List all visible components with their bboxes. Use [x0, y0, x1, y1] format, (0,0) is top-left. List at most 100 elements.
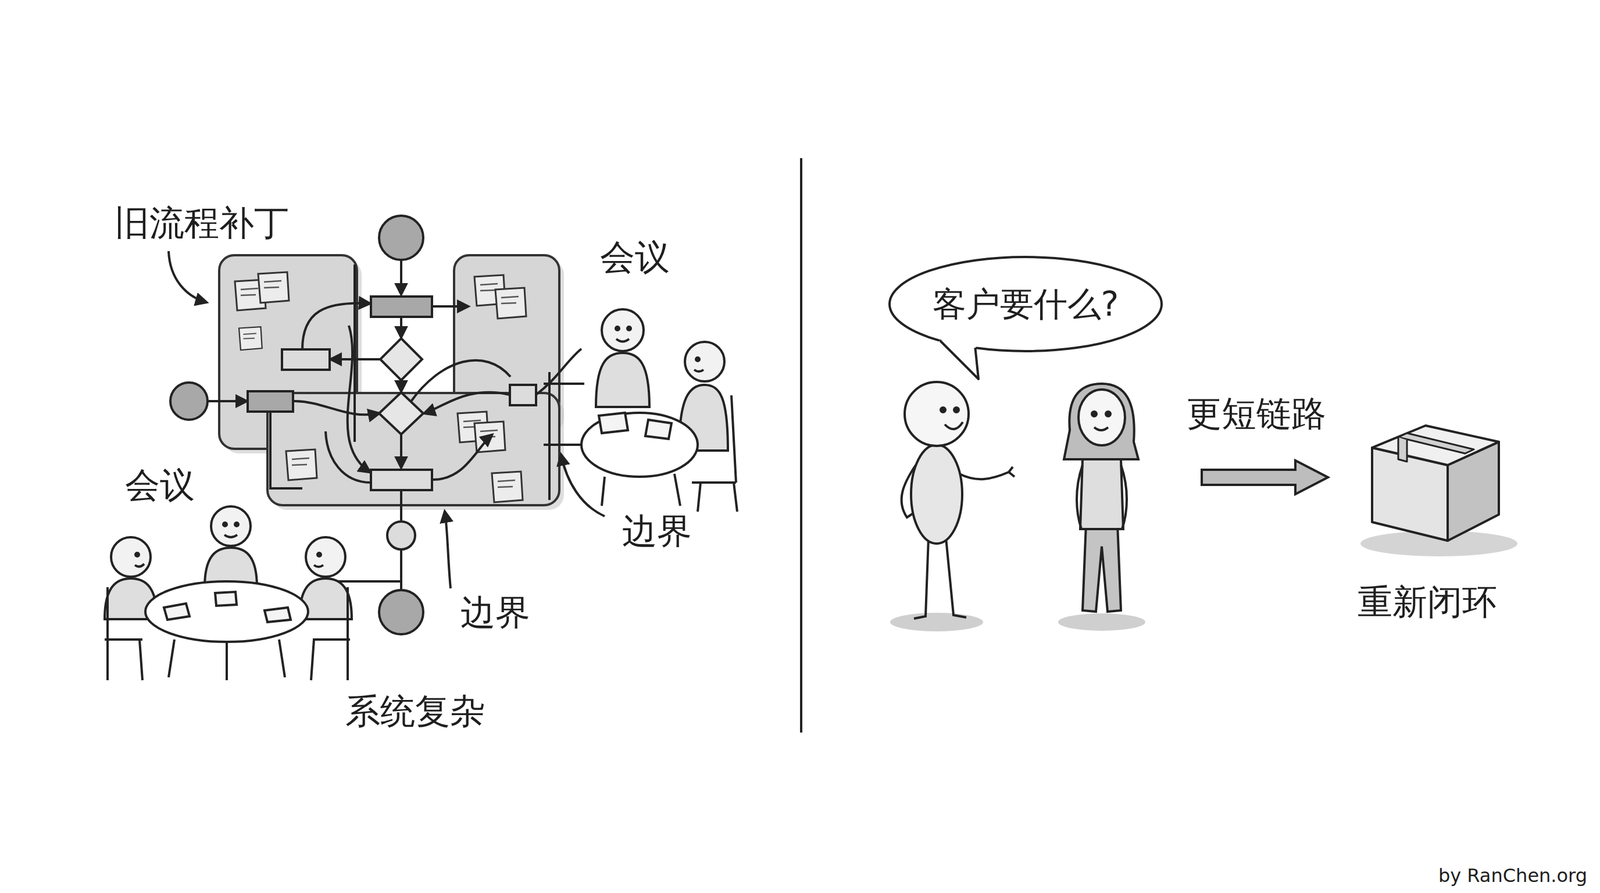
person-figure: [1082, 523, 1121, 612]
arrow-label: 更短链路: [1186, 393, 1327, 434]
flow-shapes: [170, 215, 537, 635]
meeting-group: [215, 591, 237, 606]
flow-connector: [207, 259, 582, 589]
sticky-note: [495, 287, 527, 319]
boundary-label: 边界: [622, 511, 692, 552]
flow-shapes: [379, 590, 424, 635]
flow-shapes: [380, 338, 423, 381]
result-label: 重新闭环: [1357, 581, 1498, 623]
person-figure: [1078, 389, 1125, 446]
flow-shapes: [509, 384, 537, 406]
person-figure: [1094, 427, 1109, 431]
caption-label: 系统复杂: [345, 691, 485, 732]
boundary-line: [353, 264, 356, 442]
person-figure: [940, 407, 946, 413]
person-figure: [890, 381, 1015, 632]
meeting-group: [601, 473, 681, 506]
flow-connector: [433, 305, 469, 308]
flow-connector: [400, 380, 403, 392]
flow-connector: [400, 549, 403, 589]
meeting-group: [104, 587, 143, 681]
sticky-note: [234, 272, 527, 503]
person-figure: [1076, 465, 1127, 530]
meeting-group: [163, 603, 190, 620]
person-figure: [959, 466, 1015, 480]
flow-shapes: [370, 296, 432, 317]
flow-connector: [400, 490, 403, 521]
meeting-label: 会议: [125, 465, 195, 506]
flow-shapes: [370, 469, 432, 491]
divider-line: [800, 158, 803, 733]
leader-arrow: [168, 251, 605, 589]
patch-region: [267, 393, 560, 506]
person-figure: [1063, 383, 1139, 460]
person-figure: [904, 381, 969, 446]
meeting-group: [317, 552, 321, 557]
package-box: [1372, 425, 1499, 466]
boundary-label: 边界: [460, 592, 531, 633]
meeting-group: [601, 309, 644, 352]
sticky-note: [258, 272, 289, 303]
flow-connector: [330, 358, 381, 361]
flow-connector: [293, 401, 380, 415]
meeting-group: [104, 506, 352, 681]
person-figure: [954, 407, 959, 413]
boundary-line: [548, 372, 551, 500]
boundary-line: [543, 443, 582, 446]
callout-label: 旧流程补丁: [114, 202, 289, 244]
patch-region: [219, 255, 564, 510]
meeting-group: [627, 326, 631, 331]
meeting-group: [695, 357, 700, 362]
meeting-group: [135, 552, 139, 557]
meeting-group: [111, 537, 151, 577]
flow-connector: [347, 325, 370, 473]
package-box: [1360, 425, 1518, 557]
flow-shapes: [170, 382, 208, 420]
person-figure: [1080, 459, 1124, 530]
flow-shapes: [281, 349, 330, 370]
flow-connector: [433, 434, 492, 480]
flow-connector: [302, 302, 370, 350]
flow-connector: [207, 400, 247, 403]
flow-connector: [400, 434, 403, 468]
person-figure: [1105, 411, 1111, 417]
meeting-group: [684, 341, 725, 382]
flow-shapes: [247, 391, 294, 412]
meeting-group: [581, 309, 738, 512]
flow-connector: [536, 348, 582, 395]
bubble-text: 客户要什么?: [887, 255, 1164, 324]
flow-connector: [325, 431, 371, 483]
package-box: [1398, 437, 1407, 462]
flow-shapes: [379, 392, 424, 435]
meeting-group: [691, 395, 738, 512]
meeting-group: [211, 506, 251, 546]
meeting-group: [224, 534, 238, 538]
meeting-group: [616, 338, 630, 342]
bubble-tail: [940, 340, 979, 380]
sticky-note: [491, 471, 523, 503]
meeting-group: [313, 565, 324, 567]
meeting-group: [305, 537, 346, 577]
meeting-group: [223, 522, 227, 527]
person-figure: [1091, 411, 1097, 417]
boundary-line: [354, 264, 585, 500]
leader-arrow: [444, 511, 451, 589]
package-box: [1398, 433, 1474, 454]
sticky-note: [238, 326, 263, 350]
block-arrow: [1201, 460, 1328, 495]
person-figure: [911, 444, 963, 544]
person-figure: [1058, 383, 1146, 631]
leader-arrow: [168, 251, 207, 303]
meeting-group: [168, 639, 285, 681]
flow-connector: [424, 392, 510, 414]
meeting-group: [595, 352, 650, 407]
flow-connector: [409, 360, 511, 403]
meeting-group: [145, 581, 309, 642]
flow-connector: [400, 259, 403, 295]
person-figure: [1058, 613, 1146, 631]
person-figure: [913, 537, 967, 619]
meeting-group: [615, 326, 620, 331]
flow-connector: [270, 411, 303, 489]
